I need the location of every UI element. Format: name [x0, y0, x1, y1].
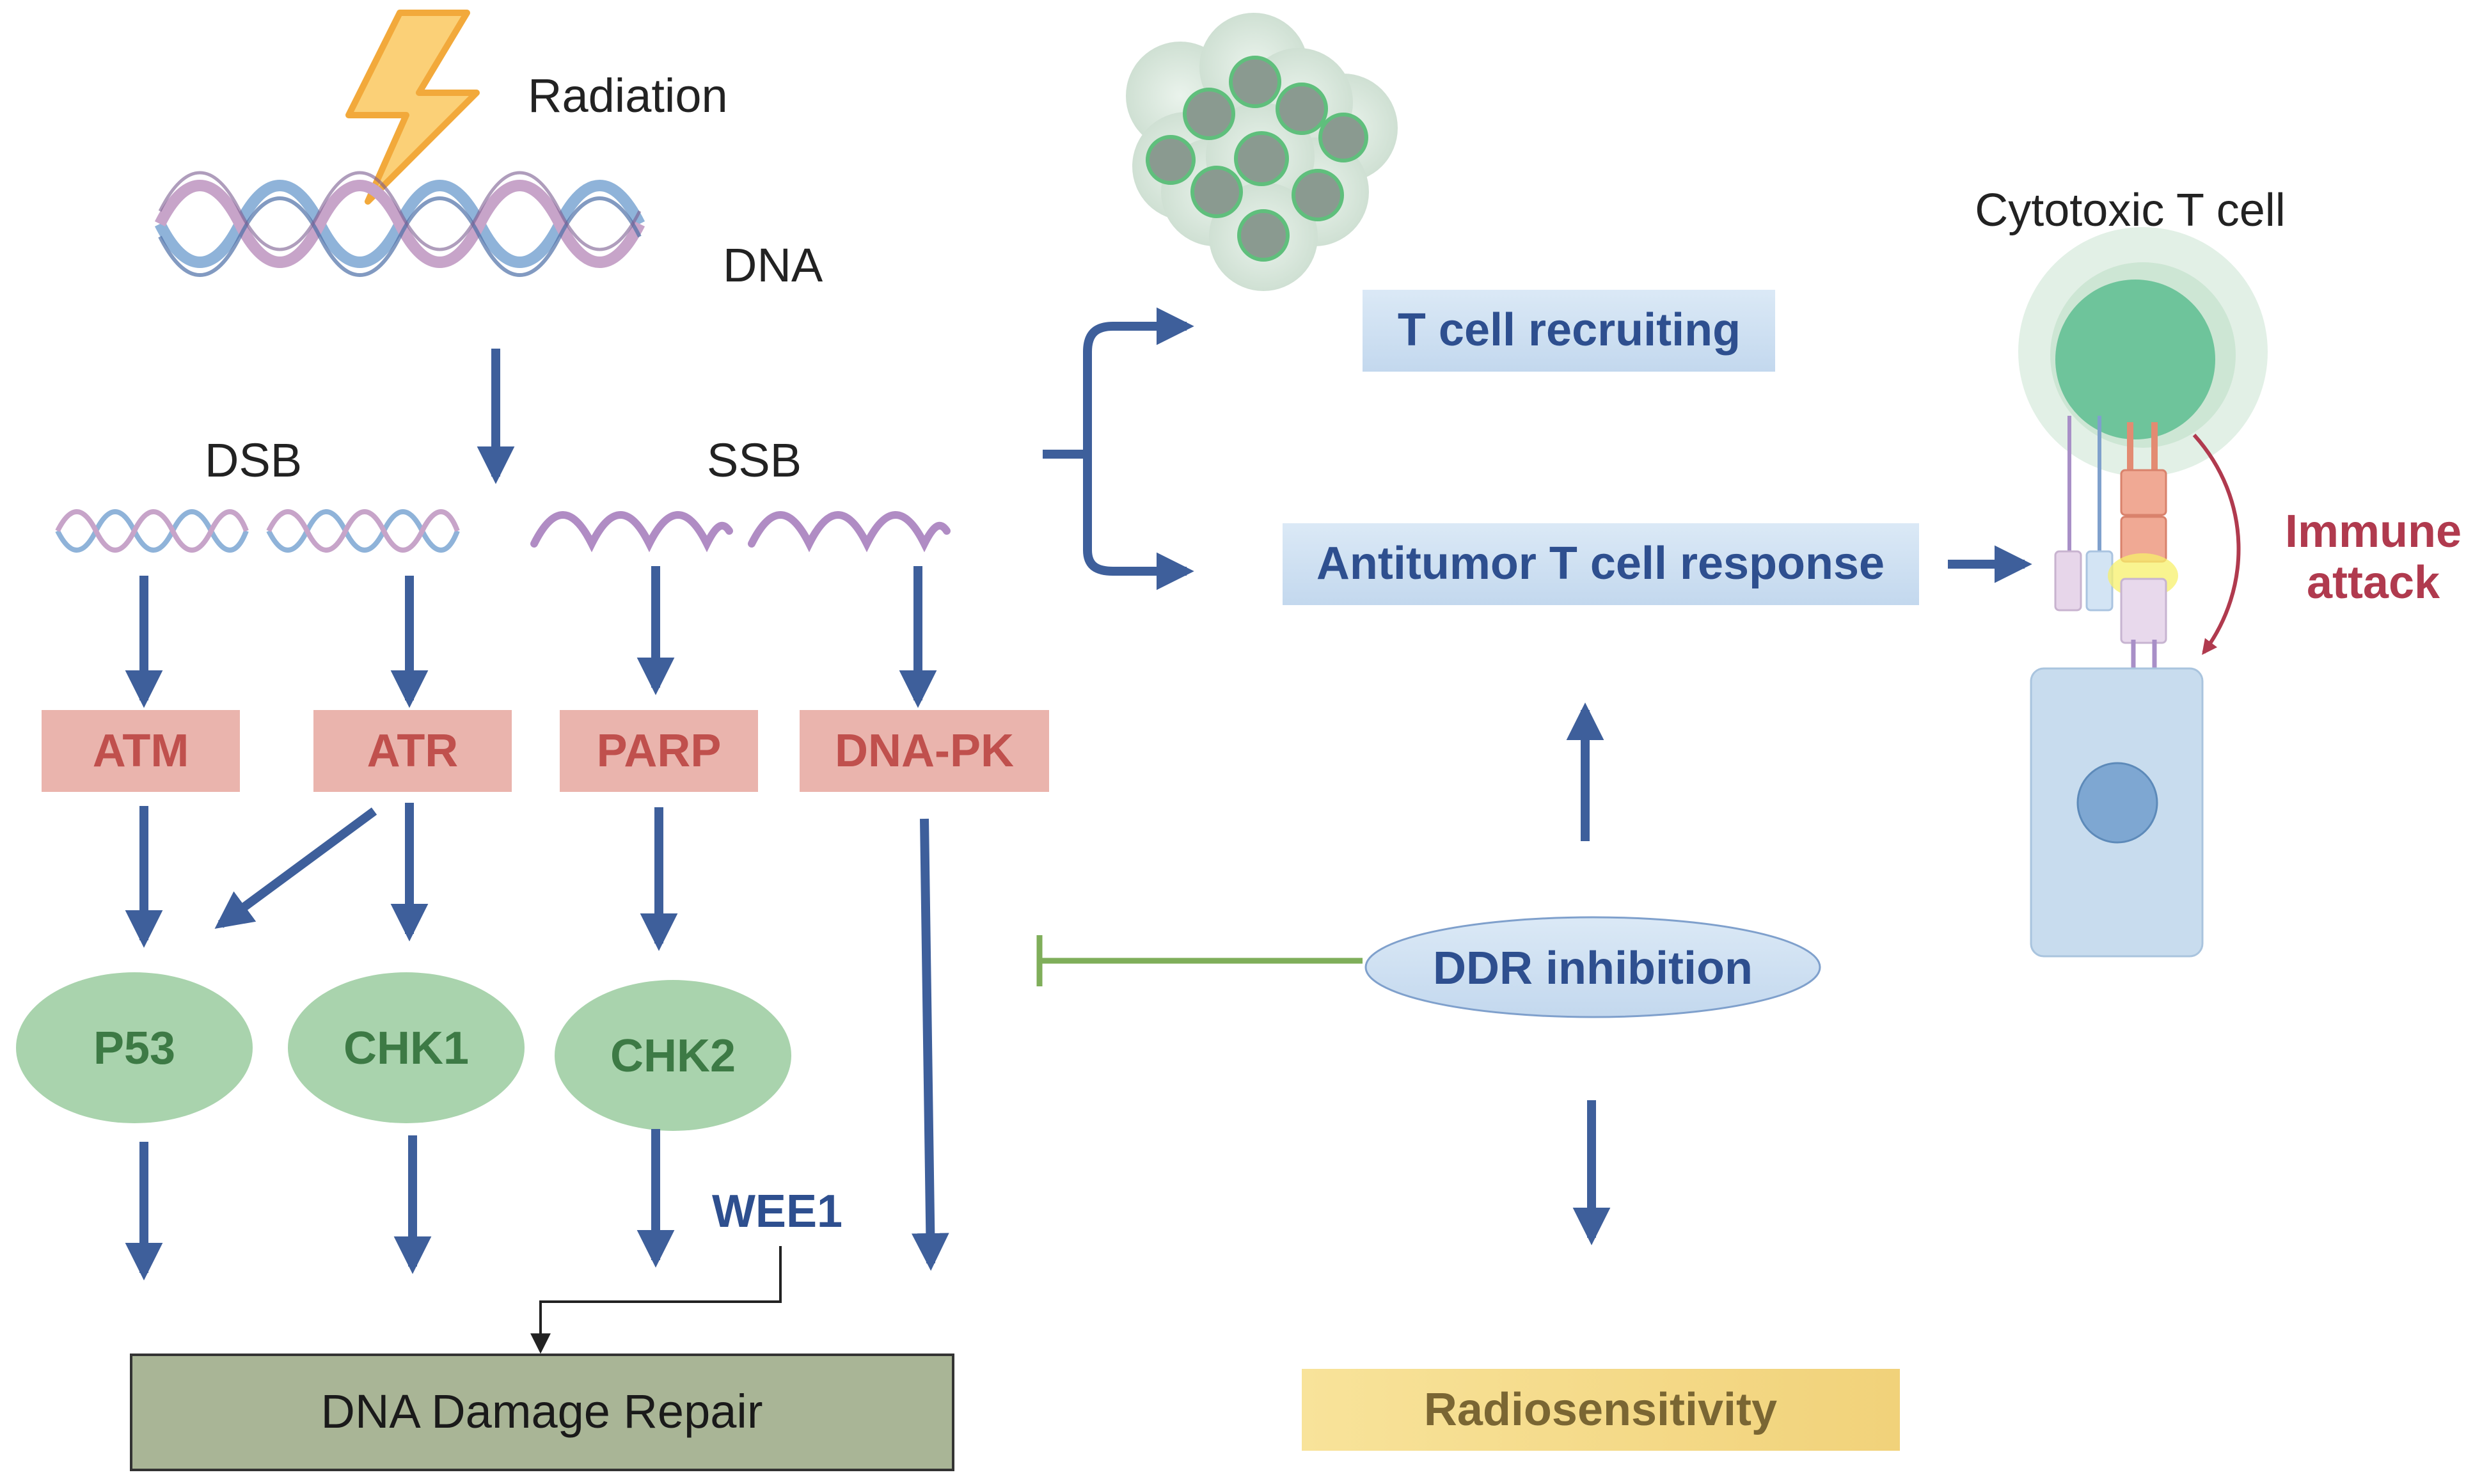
effector-p53: P53: [16, 972, 253, 1123]
ddr-inhibition-label: DDR inhibition: [1433, 943, 1753, 994]
bracket-arrows: [1043, 307, 1194, 590]
dna-damage-repair-box: DNA Damage Repair: [130, 1354, 954, 1471]
dna-damage-repair-label: DNA Damage Repair: [321, 1385, 763, 1438]
arrows-to-sensors: [125, 566, 937, 708]
arrows-to-repair: [125, 1129, 675, 1281]
arrows-to-effectors: [125, 803, 949, 1271]
wee1-label: WEE1: [712, 1186, 842, 1237]
t-cell-recruiting-label: T cell recruiting: [1398, 304, 1741, 356]
immune-attack-arrow: [2192, 433, 2241, 655]
effector-chk1: CHK1: [288, 972, 525, 1123]
dsb-label: DSB: [205, 434, 302, 487]
dsb-helix-icon: [55, 509, 460, 553]
effector-chk2-label: CHK2: [610, 1030, 736, 1082]
immune-attack-label-line1: Immune: [2285, 506, 2462, 557]
sensor-atr-label: ATR: [367, 725, 459, 777]
tumor-cell-cluster-icon: [1126, 13, 1398, 291]
antitumor-response-box: Antitumor T cell response: [1283, 523, 1919, 605]
t-cell-recruiting-box: T cell recruiting: [1363, 290, 1775, 372]
dna-helix-icon: [154, 171, 645, 277]
antitumor-response-label: Antitumor T cell response: [1316, 538, 1885, 589]
ddr-inhibition-box: DDR inhibition: [1364, 916, 1821, 1018]
sensor-parp-label: PARP: [597, 725, 722, 777]
dna-label: DNA: [723, 239, 823, 292]
ssb-strand-icon: [530, 511, 951, 553]
immune-attack-label-line2: attack: [2307, 557, 2440, 608]
sensor-dna-pk: DNA-PK: [800, 710, 1049, 792]
ssb-label: SSB: [707, 434, 802, 487]
inhibition-line: [1036, 935, 1363, 986]
lightning-icon: [345, 10, 480, 205]
radiation-label: Radiation: [528, 69, 728, 122]
sensor-atr: ATR: [313, 710, 512, 792]
sensor-atm-label: ATM: [93, 725, 189, 777]
target-cell-icon: [2030, 667, 2204, 958]
t-cell-icon: [2018, 227, 2268, 697]
radiosensitivity-label: Radiosensitivity: [1424, 1384, 1777, 1435]
effector-p53-label: P53: [93, 1023, 175, 1074]
sensor-dna-pk-label: DNA-PK: [835, 725, 1014, 777]
cytotoxic-t-cell-label: Cytotoxic T cell: [1975, 185, 2286, 236]
sensor-atm: ATM: [42, 710, 240, 792]
sensor-parp: PARP: [560, 710, 758, 792]
wee1-connector: [530, 1246, 782, 1354]
effector-chk2: CHK2: [555, 980, 791, 1131]
effector-chk1-label: CHK1: [344, 1023, 469, 1074]
radiosensitivity-box: Radiosensitivity: [1302, 1369, 1900, 1451]
